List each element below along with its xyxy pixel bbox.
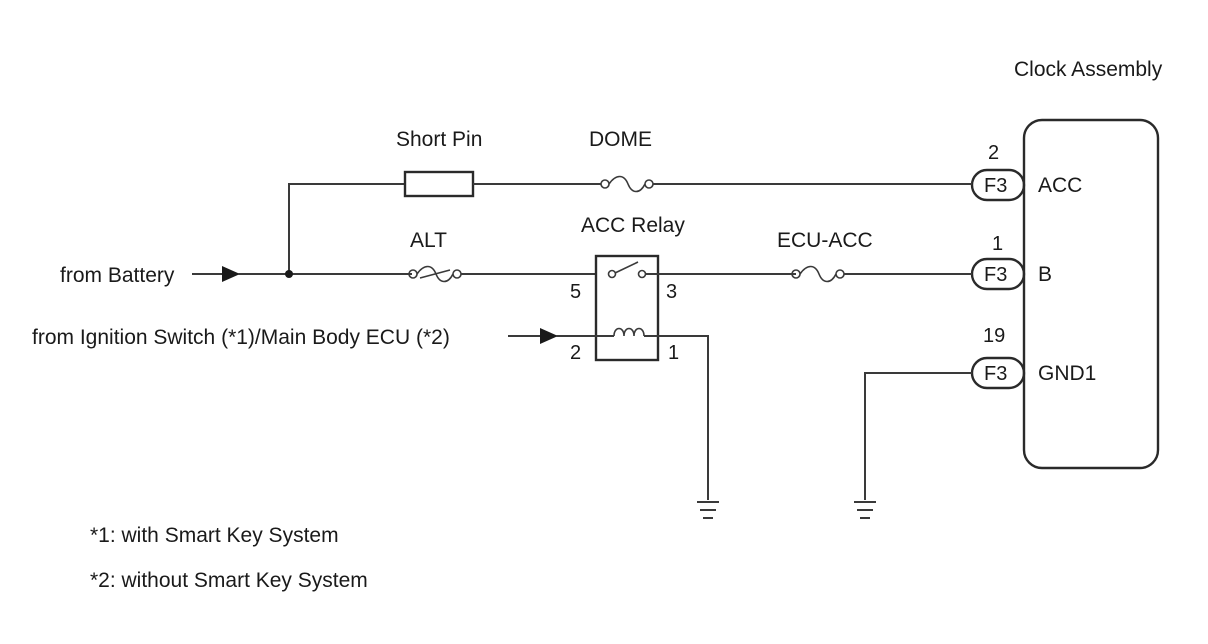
ground-icon-relay bbox=[697, 501, 719, 519]
ecu-acc-fuse-label: ECU-ACC bbox=[777, 229, 873, 252]
wire-junction-to-short-pin bbox=[288, 183, 405, 274]
connector-f3-gnd1-label: F3 bbox=[984, 363, 1007, 385]
relay-coil-icon bbox=[596, 327, 658, 337]
terminal-b-label: B bbox=[1038, 263, 1052, 286]
clock-assembly-box bbox=[1022, 118, 1160, 470]
wire-gnd1-to-ground bbox=[864, 372, 972, 500]
terminal-acc-label: ACC bbox=[1038, 174, 1082, 197]
alt-fuse-label: ALT bbox=[410, 229, 447, 252]
note-1: *1: with Smart Key System bbox=[90, 524, 339, 547]
terminal-gnd1-label: GND1 bbox=[1038, 362, 1096, 385]
junction-dot bbox=[285, 270, 293, 278]
alt-fuse-icon bbox=[408, 265, 462, 283]
relay-switch-icon bbox=[607, 261, 658, 279]
wire-relay-to-ground bbox=[658, 335, 709, 500]
acc-relay-label: ACC Relay bbox=[581, 214, 685, 237]
dome-fuse-icon bbox=[600, 175, 654, 193]
clock-pin-acc-number: 2 bbox=[988, 142, 999, 164]
relay-pin-5: 5 bbox=[570, 281, 581, 303]
from-ignition-label: from Ignition Switch (*1)/Main Body ECU … bbox=[32, 326, 450, 349]
clock-pin-b-number: 1 bbox=[992, 233, 1003, 255]
ground-icon-clock bbox=[854, 501, 876, 519]
connector-f3-acc-label: F3 bbox=[984, 175, 1007, 197]
ignition-arrow-icon bbox=[540, 328, 558, 344]
clock-pin-gnd1-number: 19 bbox=[983, 325, 1005, 347]
acc-relay-box bbox=[594, 254, 660, 362]
relay-pin-2: 2 bbox=[570, 342, 581, 364]
short-pin-icon bbox=[403, 170, 475, 198]
relay-pin-1: 1 bbox=[668, 342, 679, 364]
from-battery-label: from Battery bbox=[60, 264, 175, 287]
connector-f3-b-label: F3 bbox=[984, 264, 1007, 286]
note-2: *2: without Smart Key System bbox=[90, 569, 368, 592]
battery-arrow-icon bbox=[222, 266, 240, 282]
dome-fuse-label: DOME bbox=[589, 128, 652, 151]
clock-assembly-title: Clock Assembly bbox=[1014, 58, 1163, 81]
ecu-acc-fuse-icon bbox=[791, 265, 845, 283]
relay-pin-3: 3 bbox=[666, 281, 677, 303]
short-pin-label: Short Pin bbox=[396, 128, 482, 151]
